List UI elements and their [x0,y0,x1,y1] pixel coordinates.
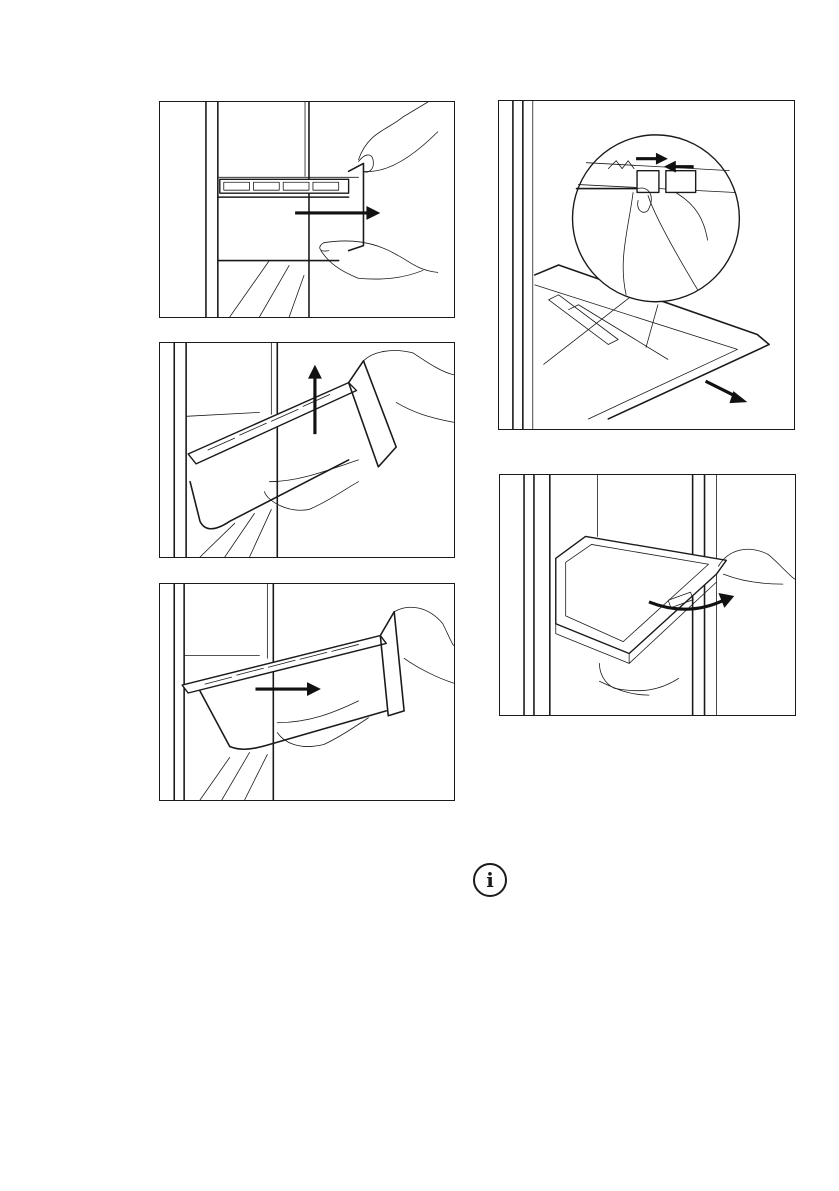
drawer-lift-up-illustration [160,343,454,557]
svg-text:i: i [486,868,494,892]
figure-glass-shelf-tilt [499,474,796,716]
figure-glass-shelf-clip-release [498,100,795,430]
drawer-pull-out-illustration [160,102,454,317]
figure-drawer-slide-out [159,583,455,801]
info-icon: i [472,862,508,898]
figure-drawer-pull-out [159,101,455,318]
figure-drawer-lift-up [159,342,455,558]
drawer-slide-out-illustration [160,584,454,800]
glass-shelf-tilt-illustration [500,475,795,715]
glass-shelf-clip-release-illustration [499,101,794,429]
